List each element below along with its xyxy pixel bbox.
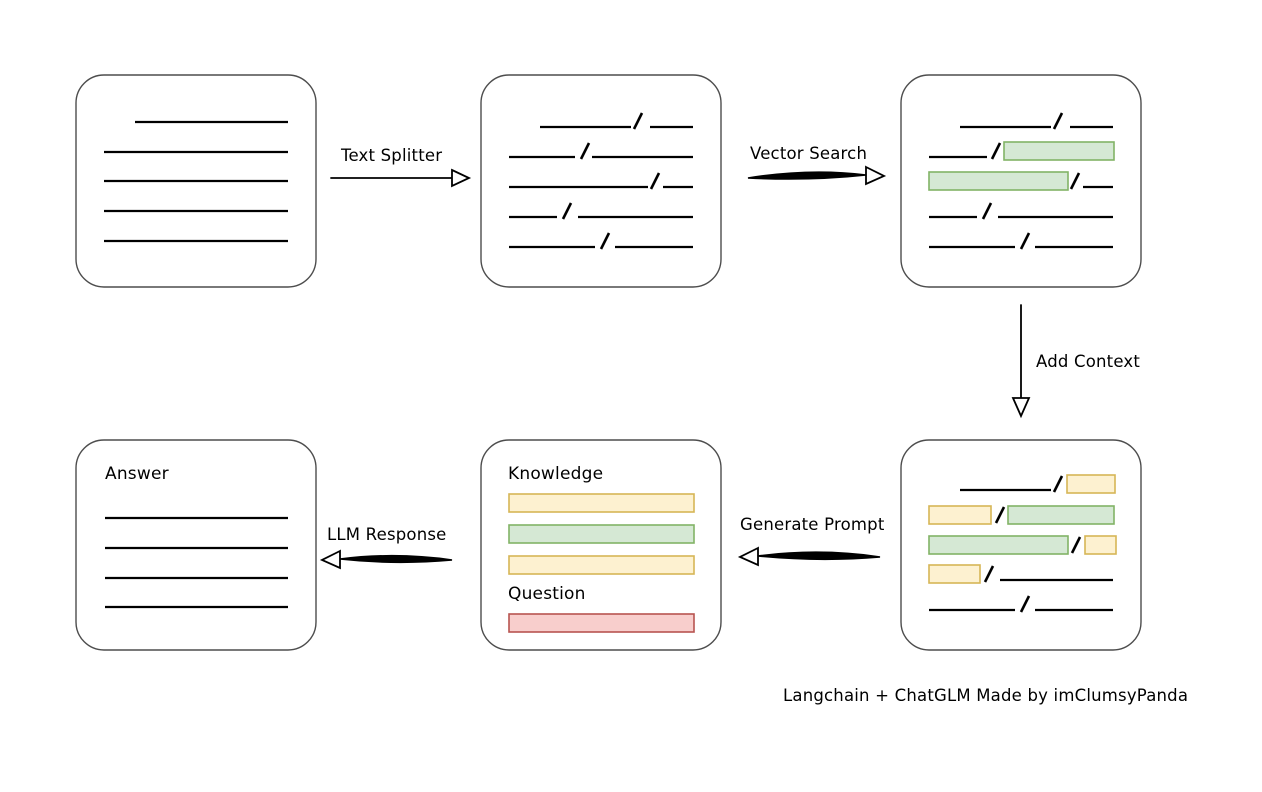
diagram-caption: Langchain + ChatGLM Made by imClumsyPand…: [783, 686, 1189, 705]
highlight-chunk-yellow: [928, 564, 981, 584]
prompt-frame: [480, 439, 722, 651]
edge-add-context: [1011, 304, 1031, 419]
answer-lines: [105, 516, 288, 609]
highlight-chunk-yellow: [1066, 474, 1116, 494]
edge-vector-search: [747, 165, 887, 186]
context-document-lines: [928, 474, 1117, 613]
knowledge-bar-yellow: [508, 555, 695, 575]
source-document-lines: [104, 120, 288, 243]
node-answer[interactable]: [75, 439, 317, 651]
question-bar-red: [508, 613, 695, 633]
vector-search-result-lines: [928, 112, 1115, 250]
node-source-document[interactable]: [75, 74, 317, 288]
edge-label-add-context: Add Context: [1036, 352, 1141, 371]
edge-label-generate-prompt: Generate Prompt: [740, 515, 885, 534]
edge-llm-response: [319, 549, 453, 570]
split-document-lines: [509, 112, 693, 250]
node-vector-search-result[interactable]: [900, 74, 1142, 288]
edge-label-text-splitter: Text Splitter: [341, 146, 443, 165]
edge-text-splitter: [330, 168, 472, 188]
highlight-chunk-green: [1007, 505, 1115, 525]
edge-generate-prompt: [737, 546, 881, 567]
highlight-chunk-yellow: [928, 505, 992, 525]
highlight-chunk-yellow: [1084, 535, 1117, 555]
edge-label-llm-response: LLM Response: [327, 525, 447, 544]
answer-title: Answer: [105, 464, 169, 484]
node-split-document[interactable]: [480, 74, 722, 288]
answer-frame: [75, 439, 317, 651]
prompt-question-label: Question: [508, 584, 586, 604]
highlight-chunk-green: [928, 535, 1069, 555]
highlight-chunk-green: [1003, 141, 1115, 161]
node-context-document[interactable]: [900, 439, 1142, 651]
split-document-frame: [480, 74, 722, 288]
prompt-knowledge-label: Knowledge: [508, 464, 604, 484]
edge-label-vector-search: Vector Search: [750, 144, 868, 163]
knowledge-bar-green: [508, 524, 695, 544]
highlight-chunk-green: [928, 171, 1069, 191]
knowledge-bar-yellow: [508, 493, 695, 513]
node-prompt[interactable]: [480, 439, 722, 651]
